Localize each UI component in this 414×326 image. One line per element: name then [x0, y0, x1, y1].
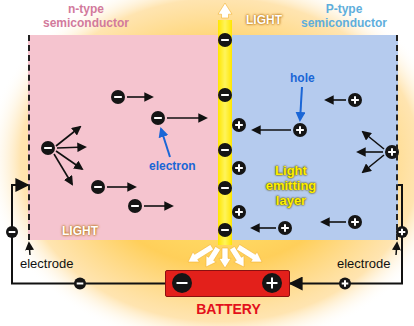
p-region-fill	[232, 35, 398, 240]
hole-label: hole	[290, 71, 315, 85]
light-arrow	[236, 244, 262, 262]
n-region-fill	[28, 35, 218, 240]
electron-symbol	[218, 223, 232, 237]
hole-symbol	[348, 93, 362, 107]
light-arrow	[218, 3, 232, 18]
hole-symbol	[348, 215, 362, 229]
motion-arrow	[167, 117, 206, 119]
motion-arrow	[56, 151, 82, 169]
motion-arrow	[363, 132, 384, 149]
node-heading: BATTERY	[146, 301, 311, 317]
electron-symbol	[218, 88, 232, 102]
emitting-layer	[218, 20, 232, 245]
electron-symbol	[218, 33, 232, 47]
leader-line	[161, 129, 170, 157]
electron-symbol	[6, 226, 18, 238]
light-label: LIGHT	[62, 224, 98, 238]
electron-symbol	[41, 141, 55, 155]
hole-symbol	[278, 221, 292, 235]
motion-arrow	[358, 151, 383, 153]
electron-symbol	[111, 90, 125, 104]
motion-arrow	[144, 205, 172, 207]
layer-label: Light emitting layer	[252, 163, 330, 208]
motion-arrow	[127, 96, 152, 98]
light-arrow	[219, 248, 231, 268]
motion-arrow	[322, 221, 346, 223]
electron-symbol	[218, 181, 232, 195]
motion-arrow	[253, 129, 291, 131]
electron-symbol	[151, 111, 165, 125]
motion-arrow	[57, 147, 85, 148]
motion-arrow	[56, 127, 80, 146]
motion-arrow	[363, 155, 384, 172]
electron-symbol	[91, 180, 105, 194]
node-heading: P-type semiconductor	[288, 2, 400, 30]
hole-symbol	[232, 205, 246, 219]
p-region: P-type semiconductor	[232, 35, 398, 240]
hole-symbol	[339, 278, 351, 290]
light-arrow	[206, 246, 221, 267]
electrode-label: electrode	[337, 256, 390, 271]
electron-symbol	[74, 278, 86, 290]
electron-symbol	[218, 143, 232, 157]
motion-arrow	[107, 186, 135, 188]
battery-terminals	[166, 271, 288, 295]
motion-arrow	[252, 227, 276, 229]
leader-line	[396, 243, 397, 255]
electron-label: electron	[149, 159, 196, 173]
hole-symbol	[232, 161, 246, 175]
motion-arrow	[54, 154, 72, 184]
battery: BATTERY	[165, 270, 290, 297]
hole-symbol	[262, 273, 282, 293]
leader-line	[300, 87, 302, 120]
electron-symbol	[128, 199, 142, 213]
motion-arrow	[326, 99, 346, 101]
battery-wire	[290, 185, 402, 284]
hole-symbol	[232, 118, 246, 132]
node-heading: n-type semiconductor	[30, 2, 142, 30]
hole-symbol	[293, 123, 307, 137]
battery-wire	[12, 185, 165, 284]
electrode-label: electrode	[20, 256, 73, 271]
light-label: LIGHT	[246, 13, 282, 27]
n-region: n-type semiconductor	[28, 35, 218, 240]
leader-line	[29, 243, 30, 255]
electron-symbol	[172, 273, 192, 293]
